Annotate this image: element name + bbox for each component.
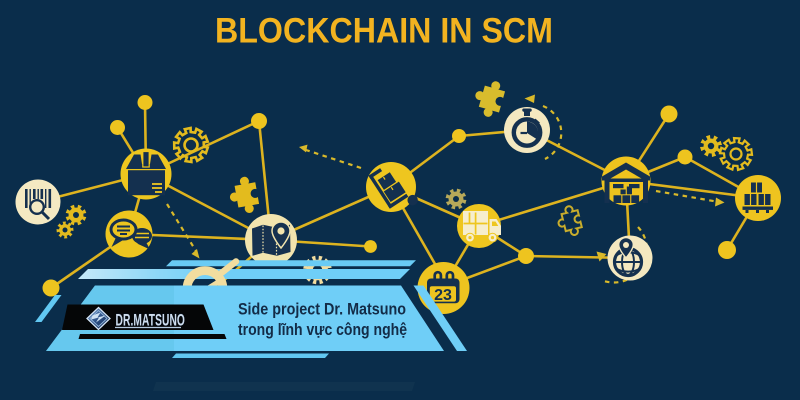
svg-text:BLOCKCHAIN IN SCM: BLOCKCHAIN IN SCM <box>215 11 553 51</box>
svg-text:DR.MATSUNO: DR.MATSUNO <box>116 310 185 329</box>
svg-text:23: 23 <box>434 287 452 304</box>
svg-text:Side project Dr. Matsuno: Side project Dr. Matsuno <box>238 301 406 319</box>
svg-text:trong lĩnh vực công nghệ: trong lĩnh vực công nghệ <box>238 321 407 339</box>
